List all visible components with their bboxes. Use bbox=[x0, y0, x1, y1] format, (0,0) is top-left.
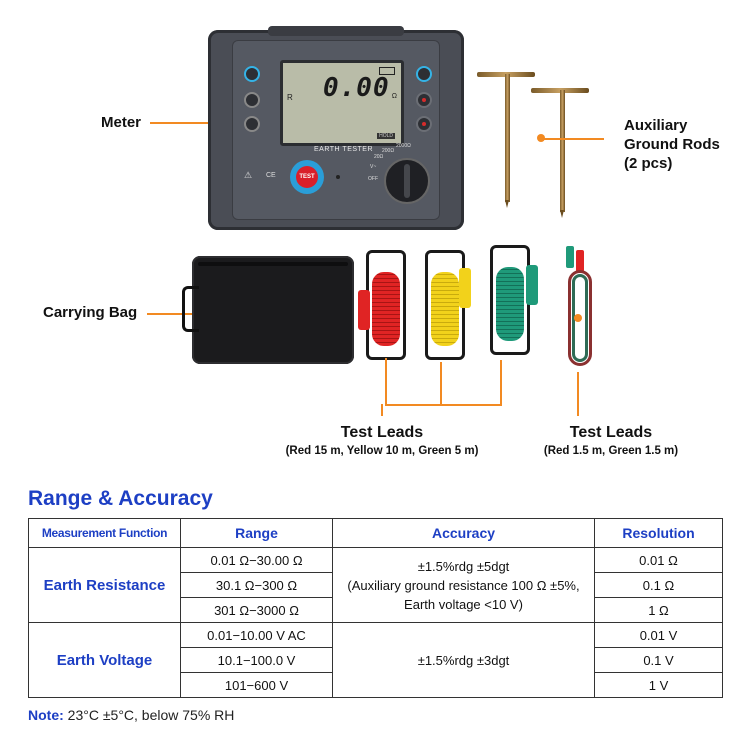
table-row: 101−600 V 1 V bbox=[29, 672, 723, 698]
resolution-cell: 0.1 Ω bbox=[594, 572, 723, 598]
table-row: Earth Voltage 0.01−10.00 V AC ±1.5%rdg ±… bbox=[28, 622, 723, 698]
bag-callout-line bbox=[147, 313, 192, 315]
lcd-display: R Ω 0.00 HOLD bbox=[280, 60, 404, 146]
carrying-bag bbox=[182, 256, 354, 364]
header-range: Range bbox=[180, 518, 333, 548]
meter-function-button bbox=[244, 66, 260, 82]
table-row: 10.1−100.0 V 0.1 V bbox=[29, 647, 723, 673]
meter-sound-button bbox=[244, 92, 260, 108]
table-header-row: Measurement Function Range Accuracy Reso… bbox=[28, 518, 723, 548]
range-cell: 10.1−100.0 V bbox=[180, 647, 333, 673]
earth-tester-meter: R Ω 0.00 HOLD EARTH TESTER ⚠ CE TEST 200… bbox=[208, 26, 464, 230]
lcd-reading: 0.00 bbox=[323, 73, 390, 103]
warning-icon: ⚠ bbox=[244, 170, 253, 180]
meter-title: EARTH TESTER bbox=[314, 146, 374, 153]
long-leads-caption: Test Leads (Red 15 m, Yellow 10 m, Green… bbox=[285, 424, 479, 457]
section-title: Range & Accuracy bbox=[28, 487, 213, 510]
function-earth-voltage: Earth Voltage bbox=[28, 622, 181, 698]
indicator-led bbox=[336, 175, 340, 179]
range-cell: 301 Ω−3000 Ω bbox=[180, 597, 333, 623]
meter-light-button bbox=[244, 116, 260, 132]
rods-callout-line bbox=[540, 138, 604, 140]
accuracy-earth-resistance: ±1.5%rdg ±5dgt (Auxiliary ground resista… bbox=[332, 547, 595, 623]
meter-label: Meter bbox=[101, 114, 142, 131]
note-label: Note: bbox=[28, 707, 64, 723]
header-resolution: Resolution bbox=[594, 518, 723, 548]
yellow-lead-reel bbox=[425, 250, 471, 360]
note-text: 23°C ±5°C, below 75% RH bbox=[67, 707, 235, 723]
resolution-cell: 0.01 V bbox=[594, 622, 723, 648]
resolution-cell: 0.1 V bbox=[594, 647, 723, 673]
test-button: TEST bbox=[296, 166, 318, 188]
range-cell: 0.01−10.00 V AC bbox=[180, 622, 333, 648]
header-accuracy: Accuracy bbox=[332, 518, 595, 548]
ce-mark: CE bbox=[266, 172, 276, 179]
note: Note: 23°C ±5°C, below 75% RH bbox=[28, 707, 234, 723]
header-function: Measurement Function bbox=[28, 518, 181, 548]
short-leads-caption: Test Leads (Red 1.5 m, Green 1.5 m) bbox=[543, 424, 679, 457]
battery-icon bbox=[379, 67, 395, 75]
accuracy-earth-voltage: ±1.5%rdg ±3dgt bbox=[332, 622, 595, 698]
meter-callout-line bbox=[150, 122, 208, 124]
resolution-cell: 1 V bbox=[594, 672, 723, 698]
red-lead-reel bbox=[358, 250, 406, 360]
range-cell: 101−600 V bbox=[180, 672, 333, 698]
range-cell: 0.01 Ω−30.00 Ω bbox=[180, 547, 333, 573]
meter-hold-button bbox=[416, 92, 432, 108]
resolution-cell: 1 Ω bbox=[594, 597, 723, 623]
meter-power-button bbox=[416, 66, 432, 82]
table-row: 301 Ω−3000 Ω 1 Ω bbox=[29, 597, 723, 623]
green-lead-reel bbox=[490, 245, 538, 355]
meter-top-handle bbox=[268, 26, 404, 36]
resolution-cell: 0.01 Ω bbox=[594, 547, 723, 573]
range-cell: 30.1 Ω−300 Ω bbox=[180, 572, 333, 598]
function-earth-resistance: Earth Resistance bbox=[28, 547, 181, 623]
bag-label: Carrying Bag bbox=[43, 304, 138, 321]
meter-memory-button bbox=[416, 116, 432, 132]
range-selector-dial bbox=[384, 158, 430, 204]
table-row: 30.1 Ω−300 Ω 0.1 Ω bbox=[29, 572, 723, 598]
range-accuracy-table: Measurement Function Range Accuracy Reso… bbox=[28, 518, 723, 698]
rods-label: Auxiliary Ground Rods (2 pcs) bbox=[624, 117, 720, 172]
table-row: Earth Resistance 0.01 Ω−30.00 Ω ±1.5%rdg… bbox=[28, 547, 723, 623]
